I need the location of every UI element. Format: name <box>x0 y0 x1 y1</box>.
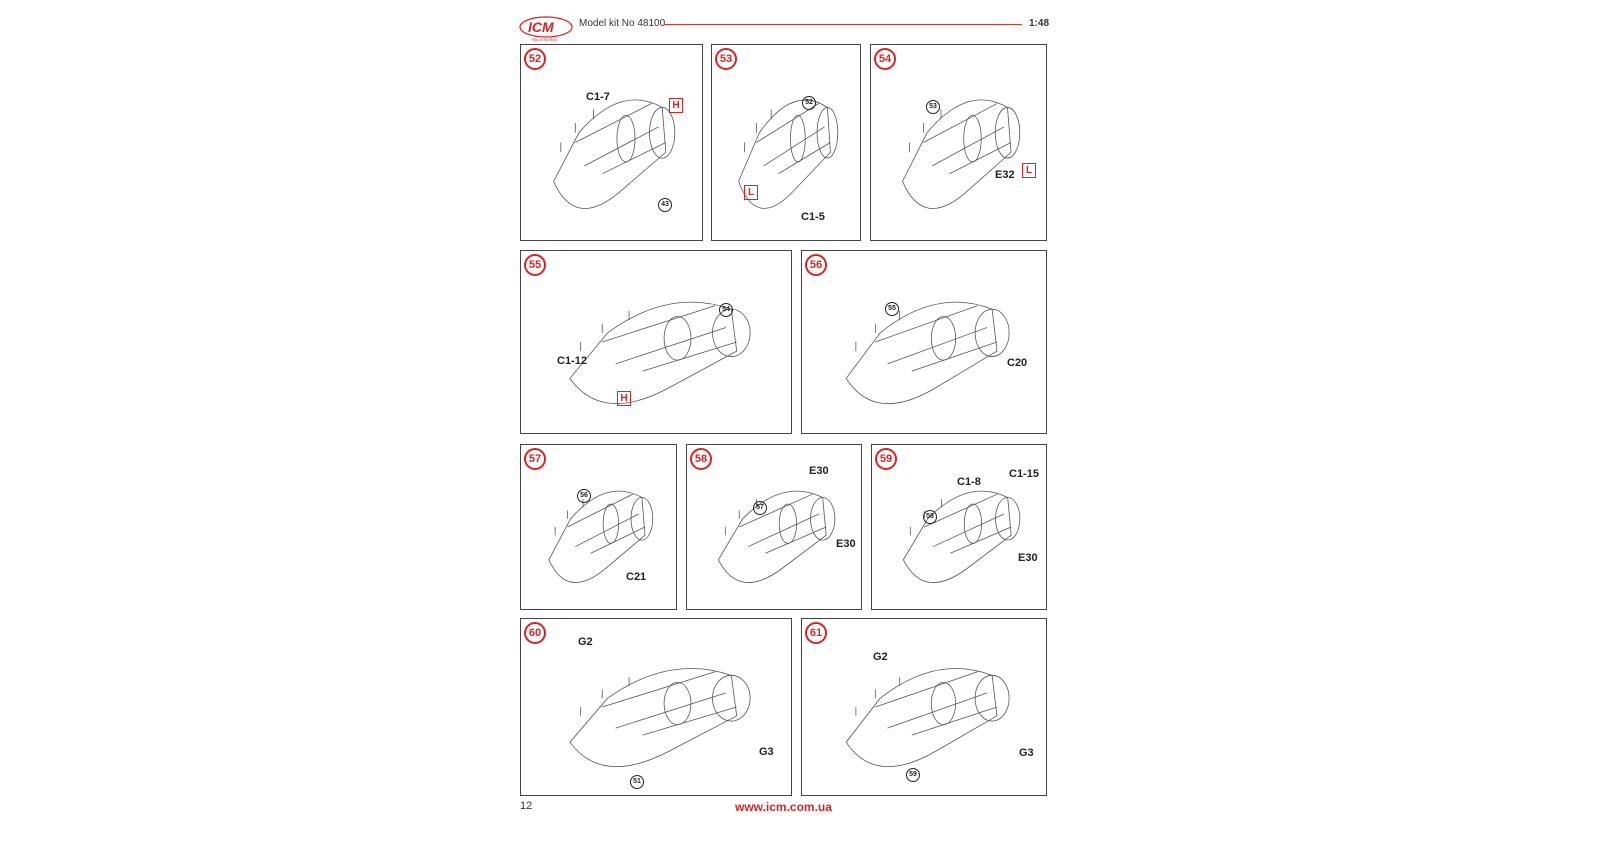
step-number: 52 <box>524 48 546 70</box>
step-number: 59 <box>875 448 897 470</box>
paint-code-box: H <box>617 391 631 406</box>
step-reference: 53 <box>926 100 940 114</box>
step-number: 57 <box>524 448 546 470</box>
svg-text:Was in the Real: Was in the Real <box>532 37 558 42</box>
header-scale: 1:48 <box>1029 18 1050 29</box>
step-reference: 59 <box>906 768 920 782</box>
icm-logo: ICM Was in the Real <box>519 16 573 42</box>
part-label: C1-12 <box>557 355 587 367</box>
step-reference: 43 <box>658 198 672 212</box>
assembly-drawing <box>845 668 1010 768</box>
assembly-drawing <box>548 490 654 583</box>
part-label: C21 <box>626 571 647 583</box>
step-reference: 55 <box>885 302 899 316</box>
part-label: C1-5 <box>801 211 825 223</box>
step-reference: 56 <box>577 489 591 503</box>
part-label: C1-8 <box>957 476 981 488</box>
part-label: E30 <box>809 465 829 477</box>
website-link[interactable]: www.icm.com.ua <box>735 800 832 814</box>
assembly-drawing <box>553 99 676 209</box>
paint-code-box: H <box>669 98 683 113</box>
page-number: 12 <box>520 800 533 812</box>
part-label: E30 <box>836 538 856 550</box>
step-number: 58 <box>690 448 712 470</box>
header-title: Model kit No 48100 <box>579 18 666 29</box>
svg-text:ICM: ICM <box>528 19 554 35</box>
assembly-drawing <box>569 668 751 768</box>
assembly-drawing <box>902 99 1021 209</box>
step-reference: 58 <box>923 510 937 524</box>
paint-code-box: L <box>744 185 758 200</box>
part-label: C1-15 <box>1009 468 1039 480</box>
step-number: 53 <box>715 48 737 70</box>
assembly-drawing <box>569 301 751 405</box>
assembly-drawing <box>902 490 1021 583</box>
part-label: G2 <box>873 651 888 663</box>
step-number: 60 <box>524 622 546 644</box>
part-label: G2 <box>578 636 593 648</box>
part-label: G3 <box>759 746 774 758</box>
assembly-drawing <box>717 490 836 583</box>
step-reference: 51 <box>630 775 644 789</box>
assembly-drawing <box>845 301 1010 405</box>
assembly-drawing <box>738 99 839 209</box>
part-label: C20 <box>1007 357 1028 369</box>
step-number: 56 <box>805 254 827 276</box>
header-divider <box>664 24 1022 25</box>
part-label: G3 <box>1019 747 1034 759</box>
step-number: 54 <box>874 48 896 70</box>
part-label: E32 <box>995 169 1015 181</box>
paint-code-box: L <box>1022 163 1036 178</box>
step-reference: 54 <box>719 303 733 317</box>
part-label: C1-7 <box>586 91 610 103</box>
step-reference: 52 <box>802 96 816 110</box>
step-number: 55 <box>524 254 546 276</box>
step-reference: 57 <box>753 501 767 515</box>
part-label: E30 <box>1018 552 1038 564</box>
step-number: 61 <box>805 622 827 644</box>
